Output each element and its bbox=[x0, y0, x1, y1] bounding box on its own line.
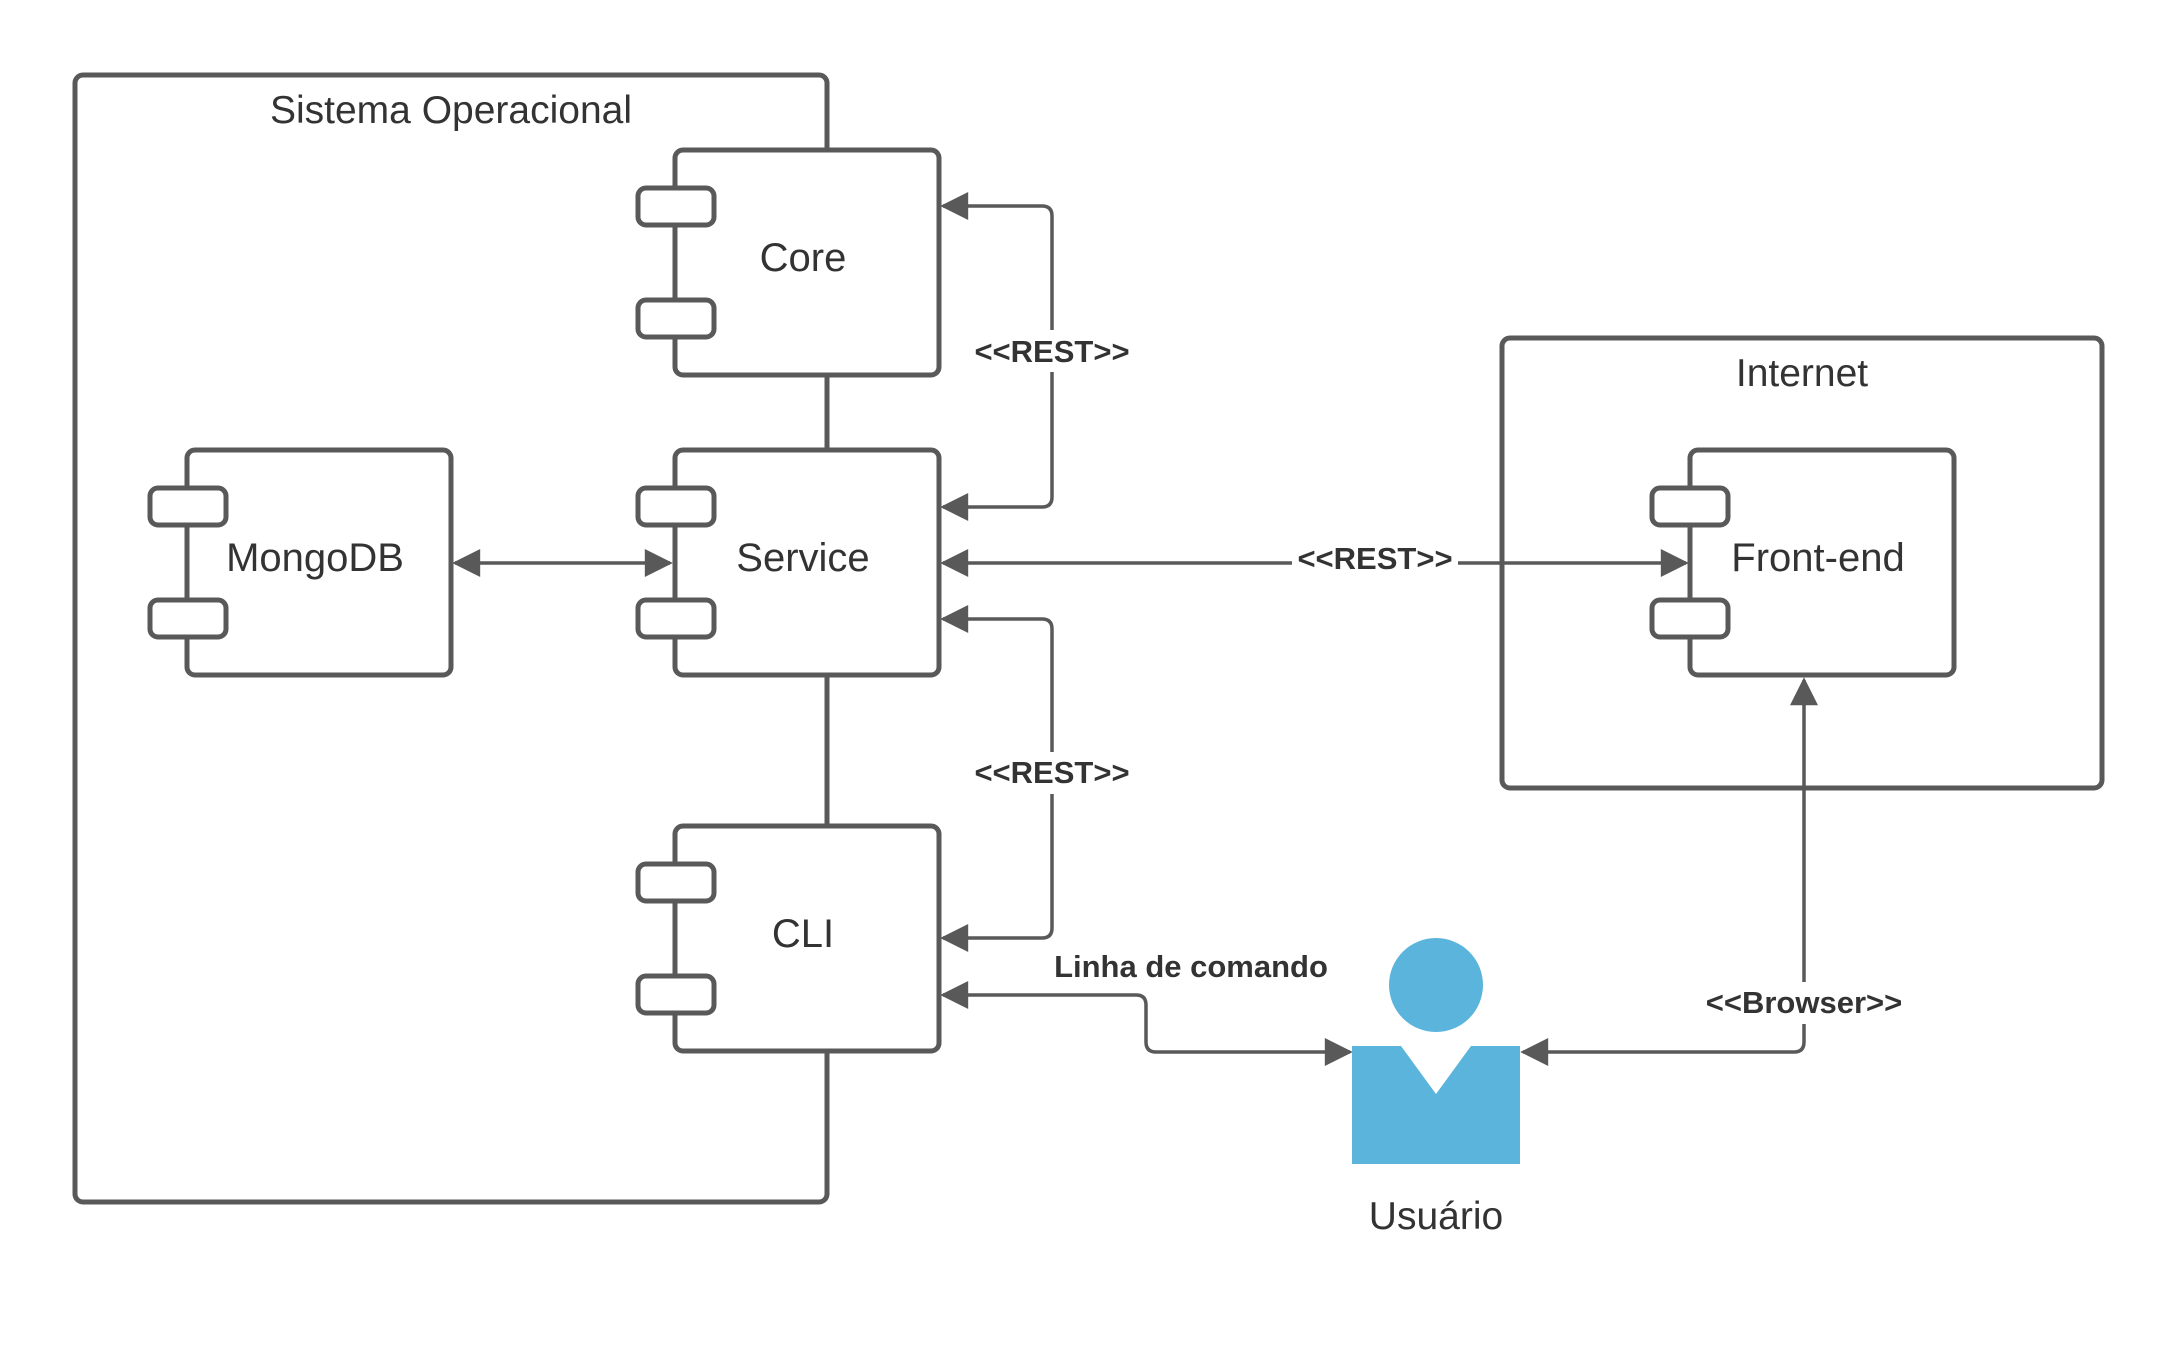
frontend-port-bottom bbox=[1649, 597, 1731, 640]
group-sistema-operacional-label: Sistema Operacional bbox=[270, 89, 632, 132]
label-bg-core-service bbox=[962, 330, 1142, 372]
component-service[interactable]: Service bbox=[635, 447, 942, 678]
arrow-user-frontend bbox=[1520, 677, 1818, 1066]
mongodb-port-top bbox=[147, 485, 229, 528]
component-cli-label: CLI bbox=[772, 912, 834, 956]
actor-usuario-label: Usuário bbox=[1369, 1195, 1503, 1238]
frontend-port-top bbox=[1649, 485, 1731, 528]
component-service-label: Service bbox=[736, 536, 869, 580]
group-internet-label: Internet bbox=[1736, 352, 1868, 395]
component-cli[interactable]: CLI bbox=[635, 823, 942, 1054]
label-user-frontend: <<Browser>> bbox=[1706, 985, 1902, 1020]
label-bg-user-frontend bbox=[1696, 982, 1912, 1024]
component-core-label: Core bbox=[760, 236, 847, 280]
label-cli-service: <<REST>> bbox=[974, 755, 1129, 790]
label-core-service: <<REST>> bbox=[974, 334, 1129, 369]
core-port-top bbox=[635, 185, 717, 228]
component-core[interactable]: Core bbox=[635, 147, 942, 378]
label-service-frontend: <<REST>> bbox=[1297, 541, 1452, 576]
component-frontend[interactable]: Front-end bbox=[1649, 447, 1957, 678]
user-icon bbox=[1352, 938, 1520, 1164]
service-port-top bbox=[635, 485, 717, 528]
component-frontend-label: Front-end bbox=[1731, 536, 1904, 580]
component-mongodb[interactable]: MongoDB bbox=[147, 447, 454, 678]
label-cli-user: Linha de comando bbox=[1054, 949, 1328, 984]
label-bg-service-frontend bbox=[1292, 543, 1458, 583]
service-port-bottom bbox=[635, 597, 717, 640]
arrow-cli-user bbox=[940, 981, 1353, 1066]
cli-port-bottom bbox=[635, 973, 717, 1016]
component-mongodb-label: MongoDB bbox=[226, 536, 404, 580]
core-port-bottom bbox=[635, 297, 717, 340]
label-bg-cli-service bbox=[962, 752, 1142, 794]
mongodb-port-bottom bbox=[147, 597, 229, 640]
cli-port-top bbox=[635, 861, 717, 904]
actor-usuario[interactable]: Usuário bbox=[1352, 938, 1520, 1238]
